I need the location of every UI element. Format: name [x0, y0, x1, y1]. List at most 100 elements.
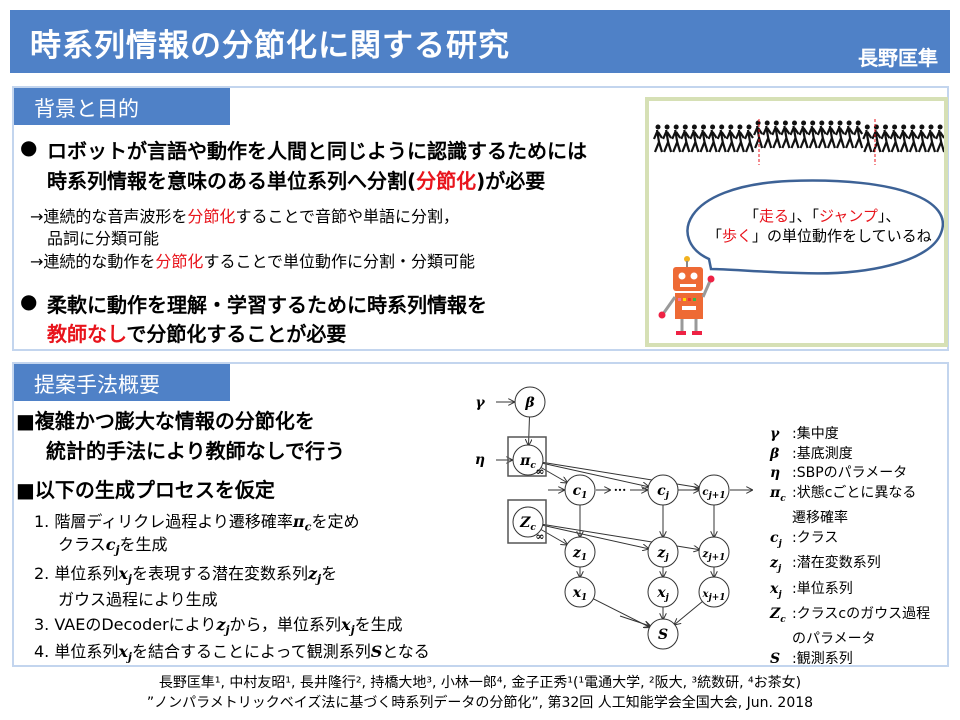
method-point1-cont: 統計的手法により教師なしで行う: [46, 435, 345, 464]
legend-item: 遷移確率: [770, 509, 930, 529]
legend-symbol: xj: [770, 580, 782, 600]
legend-description: :潜在変数系列: [792, 555, 881, 572]
figure-silhouette: [753, 120, 764, 149]
node-label-beta: β: [524, 395, 535, 411]
math-symbol: c: [304, 519, 312, 534]
text-segment: ガウス過程により生成: [58, 590, 218, 609]
legend-item: β:基底測度: [770, 445, 930, 465]
figure-silhouette: [907, 124, 918, 153]
math-symbol: j: [127, 649, 132, 664]
node-z1: [564, 536, 596, 568]
highlight-text: 分節化: [416, 169, 477, 193]
text-segment: を生成: [354, 615, 403, 634]
legend-description: :観測系列: [792, 650, 853, 667]
figure-silhouette: [771, 120, 782, 149]
node-cj: [647, 474, 679, 506]
node-xj: [647, 576, 679, 608]
legend-symbol: S: [770, 650, 781, 667]
text-segment: を表現する潜在変数系列: [131, 564, 308, 583]
text-segment: を定め: [311, 512, 360, 531]
text-segment: を: [321, 564, 338, 583]
text-segment: ロボットが言語や動作を人間と同じように認識するためには: [47, 139, 587, 163]
text-segment: 2. 単位系列: [34, 564, 119, 583]
sub-item-1-cont: 品詞に分類可能: [47, 225, 159, 249]
method-point1: ■複雑かつ膨大な情報の分節化を: [16, 405, 315, 434]
figure-silhouette: [798, 120, 809, 149]
legend-symbol: πc: [770, 484, 786, 504]
process-step-4: 4. 単位系列xjを結合することによって観測系列Sとなる: [34, 638, 430, 663]
highlight-text: 分節化: [155, 252, 204, 271]
figure-silhouette: [925, 124, 937, 153]
node-x1: [564, 576, 596, 608]
author-name: 長野匡隼: [858, 46, 938, 70]
legend-symbol: γ: [770, 426, 780, 442]
highlight-text: 走る: [759, 207, 790, 225]
figure-silhouette: [698, 124, 709, 153]
bullet2-line2: 教師なしで分節化することが必要: [47, 318, 346, 347]
edge-arrow: [675, 601, 703, 625]
legend-item: S :観測系列: [770, 650, 930, 670]
figure-silhouette: [816, 120, 827, 149]
node-xj1: [698, 576, 730, 608]
node-pi: [512, 444, 544, 476]
speech-text-line1: 「走る」、「ジャンプ」、: [744, 205, 900, 226]
edge-arrow: [529, 416, 530, 445]
highlight-text: ジャンプ: [819, 207, 878, 225]
text-segment: ■複雑かつ膨大な情報の分節化を: [16, 409, 315, 433]
highlight-text: 歩く: [722, 227, 753, 245]
figure-silhouette: [662, 124, 673, 153]
figure-silhouette: [789, 120, 800, 149]
process-step-1-cont: クラスcjを生成: [58, 531, 168, 556]
text-segment: 柔軟に動作を理解・学習するために時系列情報を: [47, 293, 487, 317]
bullet1-line2: 時系列情報を意味のある単位系列へ分割(分節化)が必要: [47, 165, 545, 194]
edge-arrow: [619, 615, 650, 626]
figure-silhouette: [707, 124, 718, 153]
title-bar: [10, 10, 950, 73]
legend-item: のパラメータ: [770, 630, 930, 650]
node-cj1: [698, 474, 730, 506]
math-symbol: x: [118, 642, 128, 661]
process-step-2: 2. 単位系列xjを表現する潜在変数系列zjを: [34, 560, 337, 585]
legend-symbol: zj: [770, 555, 782, 574]
legend-symbol: cj: [770, 529, 782, 549]
node-zj1: [698, 536, 730, 568]
highlight-text: 教師なし: [47, 322, 127, 346]
text-segment: 1. 階層ディリクレ過程より遷移確率: [34, 512, 293, 531]
figure-silhouette: [916, 124, 927, 153]
text-segment: 「: [744, 207, 760, 225]
text-segment: を結合することによって観測系列: [131, 642, 371, 661]
figure-silhouette: [898, 124, 909, 153]
slide-title: 時系列情報の分節化に関する研究: [30, 28, 510, 64]
figure-silhouette: [880, 124, 891, 153]
text-segment: することで単位動作に分割・分類可能: [203, 252, 475, 271]
math-symbol: π: [292, 512, 305, 531]
node-S: [647, 618, 679, 650]
figure-silhouette: [844, 120, 855, 149]
highlight-text: 分節化: [187, 207, 236, 226]
figure-silhouette: [807, 120, 818, 149]
legend-symbol: η: [770, 465, 781, 482]
figure-silhouette: [935, 124, 944, 153]
legend-item: zj :潜在変数系列: [770, 554, 930, 579]
ellipsis-label: ···: [614, 483, 627, 497]
text-segment: を生成: [119, 535, 168, 554]
legend-item: xj :単位系列: [770, 580, 930, 605]
math-symbol: j: [115, 542, 120, 557]
infinity-label: ∞: [535, 465, 544, 478]
figure-silhouette: [734, 124, 745, 153]
figure-silhouette: [671, 124, 682, 153]
sub-item-2: →連続的な動作を分節化することで単位動作に分割・分類可能: [30, 248, 475, 272]
node-beta: [514, 386, 546, 418]
node-label-zj1: zj+1: [702, 549, 726, 563]
text-segment: することで音節や単語に分割，: [235, 207, 459, 226]
math-symbol: x: [341, 615, 351, 634]
legend-description: :SBPのパラメータ: [792, 465, 908, 482]
eta-label: η: [475, 452, 485, 468]
figure-silhouette: [743, 124, 755, 153]
text-segment: )が必要: [476, 169, 546, 193]
legend-description: :単位系列: [792, 580, 853, 597]
legend-description: 遷移確率: [792, 510, 848, 527]
node-label-xj1: xj+1: [701, 589, 725, 603]
